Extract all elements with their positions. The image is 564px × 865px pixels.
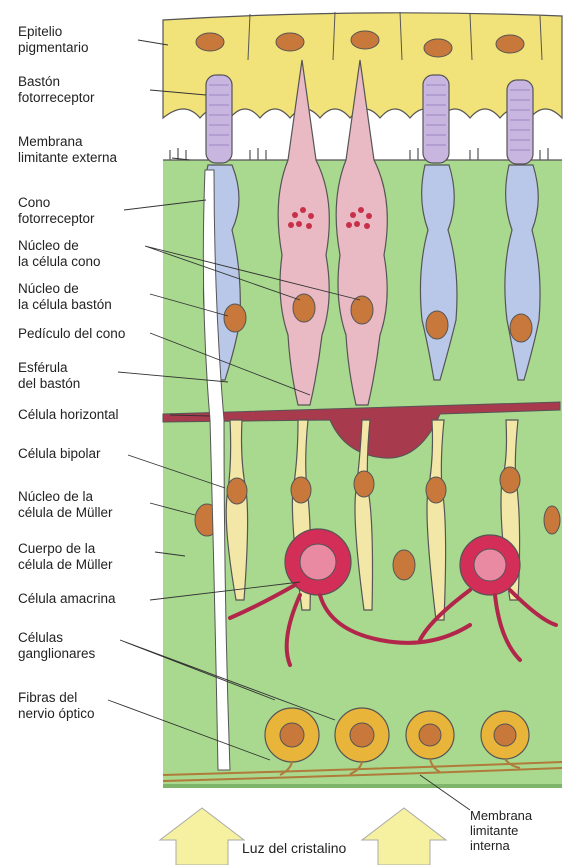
label-luz: Luz del cristalino: [242, 840, 346, 856]
label-horizontal: Célula horizontal: [18, 407, 119, 423]
internal-limiting-membrane: [163, 784, 562, 788]
label-ganglionares: Células ganglionares: [18, 630, 95, 662]
label-fibras: Fibras del nervio óptico: [18, 690, 95, 722]
label-epitelio: Epitelio pigmentario: [18, 24, 89, 56]
label-nucleo-baston: Núcleo de la célula bastón: [18, 281, 112, 313]
label-cuerpo-muller: Cuerpo de la célula de Müller: [18, 541, 113, 573]
label-membrana-interna: Membrana limitante interna: [470, 808, 532, 853]
label-baston: Bastón fotorreceptor: [18, 74, 95, 106]
label-amacrina: Célula amacrina: [18, 591, 116, 607]
light-arrows: [160, 808, 446, 865]
label-esferula: Esférula del bastón: [18, 360, 80, 392]
label-cono: Cono fotorreceptor: [18, 195, 95, 227]
label-pediculo: Pedículo del cono: [18, 326, 125, 342]
label-nucleo-muller: Núcleo de la célula de Müller: [18, 489, 113, 521]
label-membrana-externa: Membrana limitante externa: [18, 134, 117, 166]
label-bipolar: Célula bipolar: [18, 446, 101, 462]
label-nucleo-cono: Núcleo de la célula cono: [18, 238, 101, 270]
